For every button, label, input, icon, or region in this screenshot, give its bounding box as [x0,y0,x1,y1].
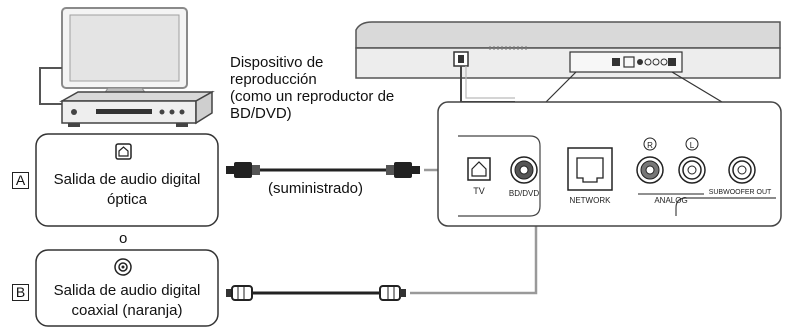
subwoofer-jack [728,156,756,184]
port-label-l: L [690,141,695,150]
soundbar-illustration [355,21,781,103]
port-label-tv: TV [473,186,485,196]
port-label-analog: ANALOG [654,196,687,205]
option-a-box [35,133,219,227]
bd-dvd-coaxial-port [510,156,538,184]
analog-l-jack [678,137,706,184]
port-label-network: NETWORK [570,196,612,205]
coaxial-guide-arrow [410,204,538,295]
coaxial-port-icon [114,258,132,276]
network-port [567,147,613,191]
option-b-box [35,249,219,327]
option-separator: o [119,230,128,247]
option-b-letter: B [12,284,29,301]
playback-device-line: BD/DVD) [230,105,292,122]
tv-illustration [61,7,188,101]
playback-device-line: (como un reproductor de [230,88,395,105]
option-a-label: Salida de audio digital óptica [36,170,218,210]
port-label-bd-dvd: BD/DVD [509,189,539,198]
playback-device-line: Dispositivo de [230,54,324,71]
option-a-letter: A [12,172,29,189]
option-a-label-line: Salida de audio digital [53,171,201,188]
port-label-subwoofer: SUBWOOFER OUT [709,189,772,196]
option-b-label-line: coaxial (naranja) [71,302,183,319]
analog-r-jack [636,137,664,184]
tv-optical-port [467,157,491,181]
cable-label: (suministrado) [268,180,364,197]
playback-device-line: reproducción [230,71,317,88]
optical-port-icon [115,143,132,160]
option-b-label-line: Salida de audio digital [53,282,201,299]
bd-dvd-player-illustration [59,90,215,127]
playback-device-label: Dispositivo de reproducción (como un rep… [230,54,394,122]
port-label-r: R [647,141,653,150]
coaxial-cable [226,285,406,301]
tv-player-cable [39,67,62,105]
option-b-label: Salida de audio digital coaxial (naranja… [36,281,218,321]
rear-panel: R L TV BD/DVD NETWORK ANALOG SUBWOOFER O… [437,101,782,227]
optical-cable [226,162,420,178]
option-a-label-line: óptica [106,191,148,208]
